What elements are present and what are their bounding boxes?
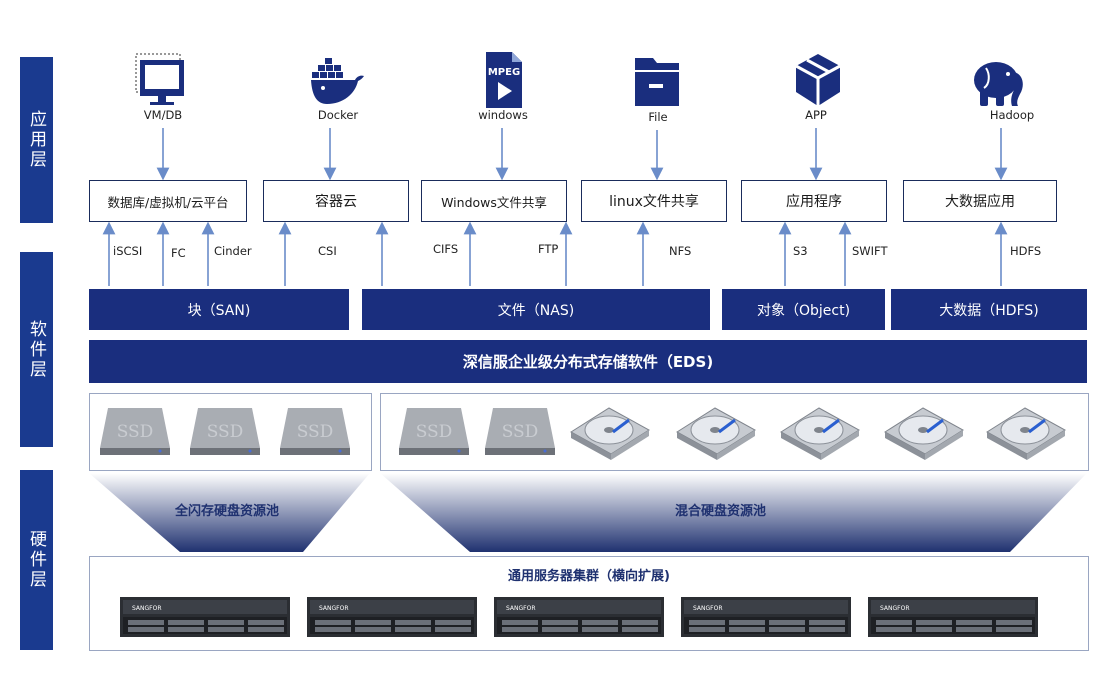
protocol-nfs: NFS <box>669 244 692 258</box>
svg-text:SSD: SSD <box>207 422 244 442</box>
flash-pool-label: 全闪存硬盘资源池 <box>175 504 280 519</box>
app-layer-label: 应用层 <box>26 110 46 170</box>
server-unit: SANGFOR <box>307 597 477 637</box>
service-file-nas: 文件（NAS) <box>362 289 710 330</box>
eds-software-band: 深信服企业级分布式存储软件（EDS) <box>89 340 1087 383</box>
app-cube-icon <box>795 54 841 106</box>
hdd-icon <box>676 407 756 460</box>
protocol-cifs: CIFS <box>433 242 459 256</box>
docker-whale-icon <box>311 58 364 104</box>
app-label-docker: Docker <box>317 108 359 122</box>
app-box-db-vm-cloud: 数据库/虚拟机/云平台 <box>89 180 247 222</box>
svg-text:SANGFOR: SANGFOR <box>319 605 349 612</box>
hdd-icon <box>570 407 650 460</box>
ssd-disks: SSD SSD SSD <box>100 408 350 455</box>
software-layer-label: 软件层 <box>26 319 46 380</box>
svg-text:SSD: SSD <box>502 422 539 442</box>
server-cluster-box: 通用服务器集群（横向扩展) SANGFOR SANGFOR SANGFOR SA <box>89 556 1089 651</box>
svg-text:SSD: SSD <box>297 422 334 442</box>
server-racks: SANGFOR SANGFOR SANGFOR SANGFOR <box>120 597 1038 637</box>
svg-text:MPEG: MPEG <box>488 67 520 78</box>
protocol-csi: CSI <box>318 244 337 258</box>
svg-text:SANGFOR: SANGFOR <box>132 605 162 612</box>
hdd-icon <box>986 407 1066 460</box>
protocol-fc: FC <box>171 246 186 260</box>
hdd-icon <box>780 407 860 460</box>
hybrid-disks: SSD SSD <box>399 407 1066 460</box>
hadoop-elephant-icon <box>974 62 1023 106</box>
app-label-file: File <box>648 110 668 124</box>
server-unit: SANGFOR <box>120 597 290 637</box>
app-label-hadoop: Hadoop <box>989 108 1035 122</box>
hardware-layer-label: 硬件层 <box>26 530 46 590</box>
hardware-layer-tab: 硬件层 <box>20 470 53 650</box>
service-block-san: 块（SAN) <box>89 289 349 330</box>
svg-text:SANGFOR: SANGFOR <box>880 605 910 612</box>
svg-text:SSD: SSD <box>117 422 154 442</box>
mpeg-file-icon: MPEG <box>486 52 522 108</box>
protocol-cinder: Cinder <box>214 244 252 258</box>
app-box-container-cloud: 容器云 <box>263 180 409 222</box>
app-box-linux-share: linux文件共享 <box>581 180 727 222</box>
monitor-icon <box>135 53 184 105</box>
server-cluster-title: 通用服务器集群（横向扩展) <box>508 569 670 584</box>
svg-text:SANGFOR: SANGFOR <box>693 605 723 612</box>
software-layer-tab: 软件层 <box>20 252 53 447</box>
app-label-windows: windows <box>478 108 528 122</box>
hybrid-disk-box: SSD SSD <box>380 393 1089 471</box>
flash-pool-funnel <box>89 473 370 552</box>
app-box-windows-share: Windows文件共享 <box>421 180 567 222</box>
protocol-hdfs: HDFS <box>1010 244 1042 258</box>
service-bigdata-hdfs: 大数据（HDFS) <box>891 289 1087 330</box>
flash-disk-box: SSD SSD SSD <box>89 393 372 471</box>
protocol-swift: SWIFT <box>852 244 888 258</box>
svg-text:SSD: SSD <box>416 422 453 442</box>
hybrid-pool-label: 混合硬盘资源池 <box>675 504 767 519</box>
app-box-bigdata: 大数据应用 <box>903 180 1057 222</box>
protocol-iscsi: iSCSI <box>113 244 143 258</box>
server-unit: SANGFOR <box>494 597 664 637</box>
hybrid-pool-funnel <box>380 473 1087 552</box>
service-object: 对象（Object) <box>722 289 885 330</box>
protocol-ftp: FTP <box>538 242 559 256</box>
app-label-vmdb: VM/DB <box>143 108 183 122</box>
hdd-icon <box>884 407 964 460</box>
svg-text:SANGFOR: SANGFOR <box>506 605 536 612</box>
folder-icon <box>635 58 679 106</box>
server-unit: SANGFOR <box>868 597 1038 637</box>
app-label-app: APP <box>805 108 827 122</box>
protocol-s3: S3 <box>793 244 808 258</box>
app-layer-tab: 应用层 <box>20 57 53 223</box>
app-box-applications: 应用程序 <box>741 180 887 222</box>
server-unit: SANGFOR <box>681 597 851 637</box>
